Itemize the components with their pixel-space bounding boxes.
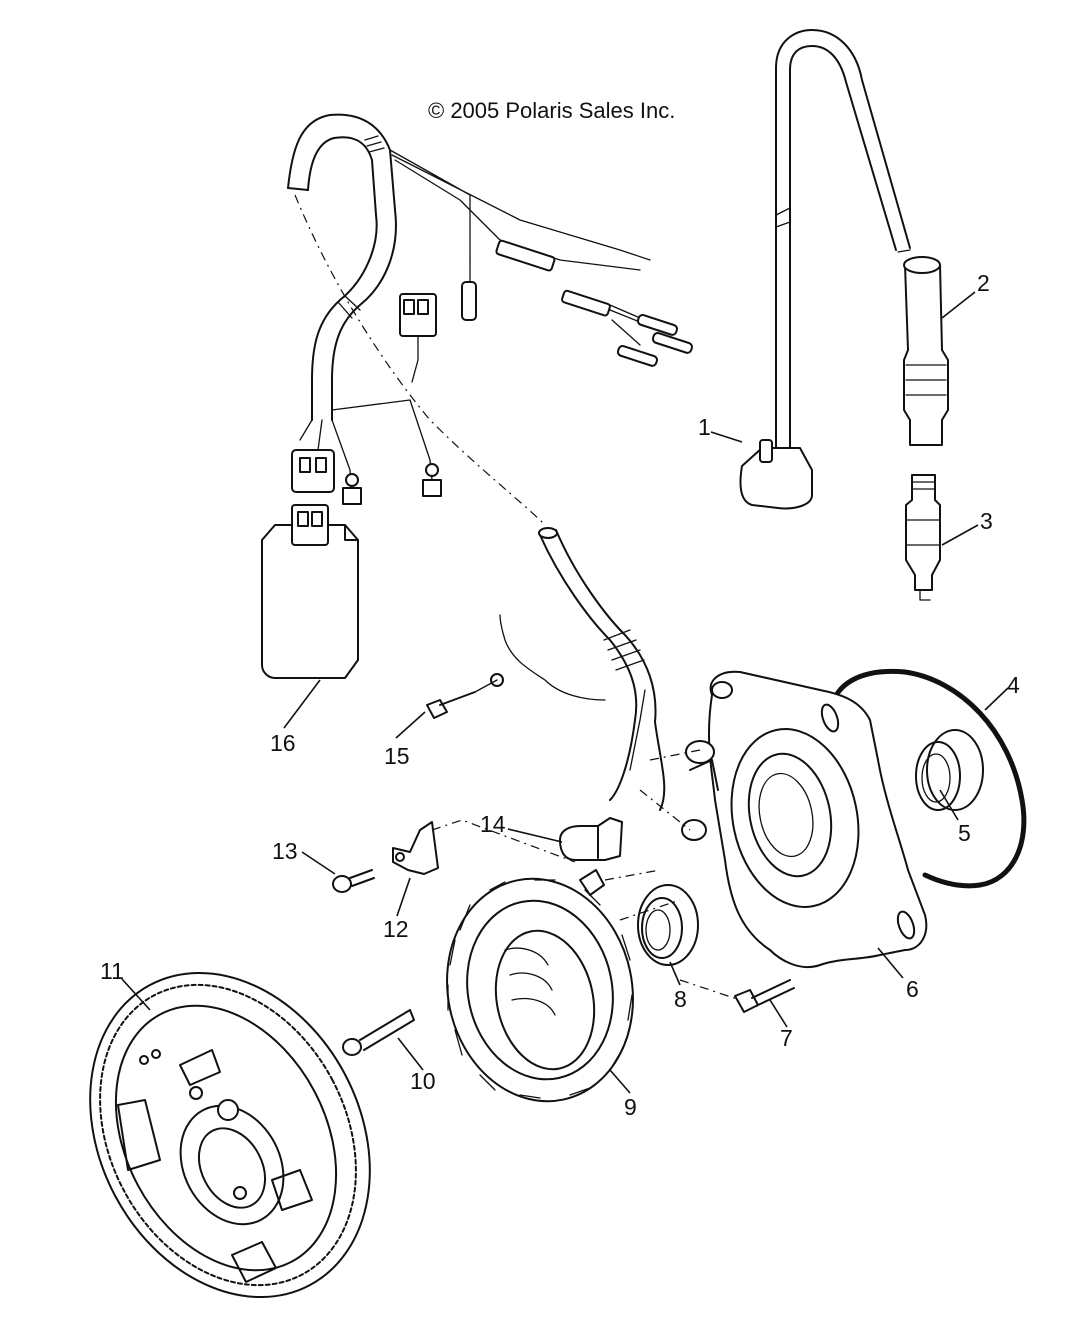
callout-2: 2 <box>977 270 990 296</box>
screw-15 <box>426 679 498 719</box>
wiring-harness <box>287 113 694 505</box>
callout-9: 9 <box>624 1094 637 1120</box>
screw-13 <box>332 869 375 893</box>
callout-6: 6 <box>906 976 919 1002</box>
callout-1: 1 <box>698 414 711 440</box>
seal-8 <box>637 884 699 966</box>
seal-5 <box>915 729 984 811</box>
copyright-notice: © 2005 Polaris Sales Inc. <box>428 98 676 123</box>
stator <box>446 869 634 1103</box>
callout-13: 13 <box>272 838 298 864</box>
callout-5: 5 <box>958 820 971 846</box>
callout-11: 11 <box>100 958 124 984</box>
callout-8: 8 <box>674 986 687 1012</box>
bolt-7 <box>734 979 795 1013</box>
cdi-box <box>261 504 359 679</box>
stator-lead-cable <box>490 527 666 811</box>
trigger-coil <box>559 817 623 861</box>
leader-lines <box>121 291 1009 1094</box>
stator-plate <box>681 670 928 969</box>
o-ring <box>829 668 1027 889</box>
callout-10: 10 <box>410 1068 436 1094</box>
callout-3: 3 <box>980 508 993 534</box>
callout-7: 7 <box>780 1025 793 1051</box>
callout-12: 12 <box>383 916 409 942</box>
spark-plug <box>905 474 941 601</box>
callout-15: 15 <box>384 743 410 769</box>
screw-10 <box>342 1009 415 1056</box>
spark-plug-cap <box>903 256 949 446</box>
callout-14: 14 <box>480 811 506 837</box>
callout-16: 16 <box>270 730 296 756</box>
callout-4: 4 <box>1007 672 1020 698</box>
ignition-coil <box>739 29 911 510</box>
clamp-12 <box>392 821 439 875</box>
flywheel <box>89 971 371 1299</box>
